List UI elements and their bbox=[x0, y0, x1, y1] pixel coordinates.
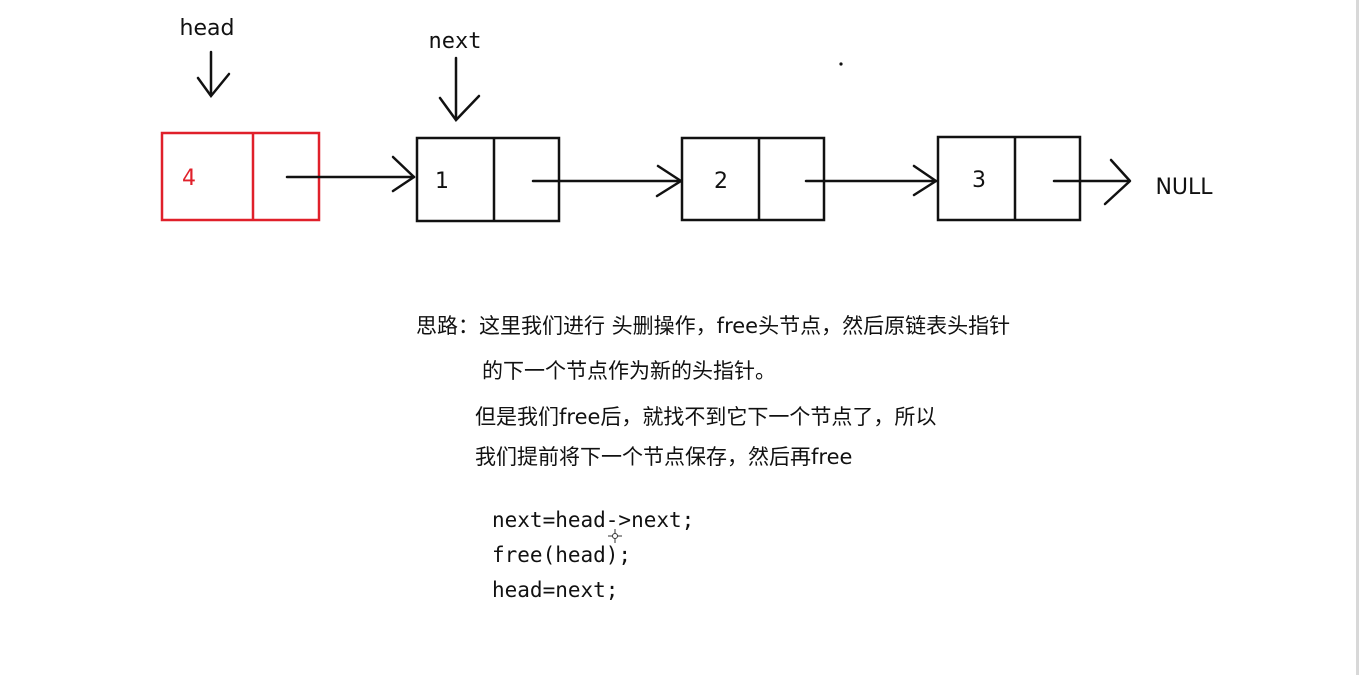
code-line-2: free(head); bbox=[492, 543, 632, 567]
note-line-3: 但是我们free后，就找不到它下一个节点了，所以 bbox=[475, 405, 937, 429]
next-pointer-label: next bbox=[429, 29, 482, 54]
link-arrow-2-to-3 bbox=[804, 164, 938, 197]
code-line-3: head=next; bbox=[492, 578, 619, 602]
node-value: 4 bbox=[182, 166, 196, 191]
head-down-arrow bbox=[196, 50, 231, 99]
stray-dot bbox=[839, 62, 843, 66]
code-line-1: next=head->next; bbox=[492, 508, 695, 532]
note-line-2: 的下一个节点作为新的头指针。 bbox=[482, 359, 776, 383]
note-line-4: 我们提前将下一个节点保存，然后再free bbox=[475, 445, 853, 469]
node-2: 2 bbox=[680, 136, 826, 222]
node-value: 1 bbox=[435, 169, 449, 194]
mouse-cursor-icon bbox=[608, 529, 622, 543]
scrollbar-edge[interactable] bbox=[1356, 0, 1359, 675]
link-arrow-1-to-2 bbox=[531, 164, 683, 198]
node-3: 3 bbox=[936, 135, 1082, 222]
next-down-arrow bbox=[438, 56, 481, 122]
note-line-1: 思路：这里我们进行 头删操作，free头节点，然后原链表头指针 bbox=[416, 314, 1011, 338]
node-1: 1 bbox=[415, 136, 561, 223]
node-value: 3 bbox=[972, 168, 986, 193]
node-value: 2 bbox=[714, 169, 728, 194]
link-arrow-4-to-1 bbox=[285, 155, 416, 193]
null-terminal-label: NULL bbox=[1155, 175, 1213, 200]
link-arrow-3-to-null bbox=[1052, 158, 1132, 206]
head-pointer-label: head bbox=[180, 16, 235, 41]
